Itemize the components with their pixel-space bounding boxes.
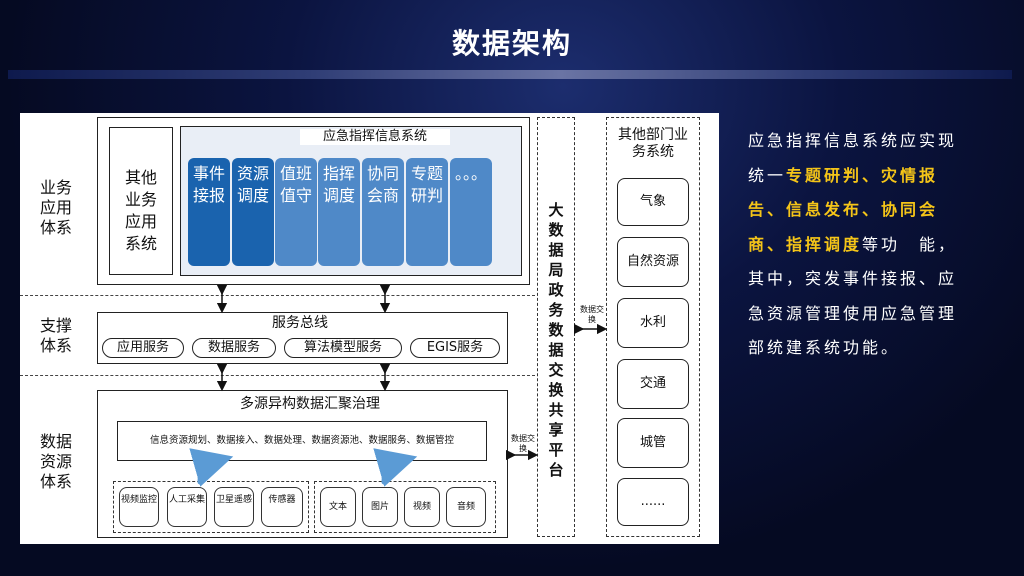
layer-divider-1 [20, 295, 535, 296]
data-exchange-label-left: 数据交换 [511, 434, 535, 453]
module-4: 协同会商 [362, 158, 404, 266]
source-left-0: 视频监控 [119, 487, 159, 527]
module-6: 。。。 [450, 158, 492, 266]
governance-steps-box [117, 421, 487, 461]
data-exchange-label-right: 数据交换 [580, 305, 604, 324]
source-right-3: 音频 [446, 487, 486, 527]
module-3: 指挥调度 [318, 158, 360, 266]
service-3: EGIS服务 [410, 338, 500, 358]
service-bus-label: 服务总线 [272, 315, 328, 331]
department-2: 水利 [617, 298, 689, 348]
governance-steps: 信息资源规划、数据接入、数据处理、数据资源池、数据服务、数据管控 [149, 435, 454, 446]
source-right-1: 图片 [362, 487, 398, 527]
layer-label-data: 数据资源体系 [39, 432, 72, 491]
source-right-0: 文本 [320, 487, 356, 527]
source-left-1: 人工采集 [167, 487, 207, 527]
business-layer-box [97, 117, 530, 285]
service-0: 应用服务 [102, 338, 184, 358]
curved-arrow-right [373, 448, 418, 487]
module-0: 事件接报 [188, 158, 230, 266]
curved-arrow-left [189, 448, 234, 487]
other-business-box [109, 127, 173, 275]
governance-label: 多源异构数据汇聚治理 [240, 396, 380, 412]
service-1: 数据服务 [192, 338, 276, 358]
department-4: 城管 [617, 418, 689, 468]
module-2: 值班值守 [275, 158, 317, 266]
layer-label-business: 业务应用体系 [39, 178, 72, 237]
layer-label-support: 支撑体系 [39, 316, 72, 355]
data-layer-box [97, 390, 508, 538]
layer-divider-2 [20, 375, 535, 376]
page-title: 数据架构 [451, 27, 572, 60]
description-text: 应急指挥信息系统应实现统一专题研判、灾情报告、信息发布、协同会商、指挥调度等功 … [748, 124, 973, 366]
source-left-2: 卫星遥感 [214, 487, 254, 527]
bigdata-platform-label: 大数据局政务数据交换共享平台 [548, 201, 564, 479]
module-1: 资源调度 [232, 158, 274, 266]
other-business-label: 其他业务应用系统 [124, 168, 157, 253]
other-departments-label: 其他部门业务系统 [618, 127, 688, 160]
command-system-label: 应急指挥信息系统 [300, 129, 450, 146]
description-part-1: 应急指挥信息系统应实现统一 [748, 131, 958, 185]
source-left-3: 传感器 [261, 487, 303, 527]
module-5: 专题研判 [406, 158, 448, 266]
department-0: 气象 [617, 178, 689, 226]
description-part-2: 等功 能，其中，突发事件接报、应 急资源管理使用应急管理部统建系统功能。 [748, 234, 977, 358]
description-highlight: 专题研判、灾情报告、信息发布、协同会商、指挥调度 [748, 165, 939, 254]
department-5: ...... [617, 478, 689, 526]
service-bus-box [97, 312, 508, 364]
department-3: 交通 [617, 359, 689, 409]
title-underline [8, 70, 1012, 79]
source-right-2: 视频 [404, 487, 440, 527]
department-1: 自然资源 [617, 237, 689, 287]
service-2: 算法模型服务 [284, 338, 402, 358]
